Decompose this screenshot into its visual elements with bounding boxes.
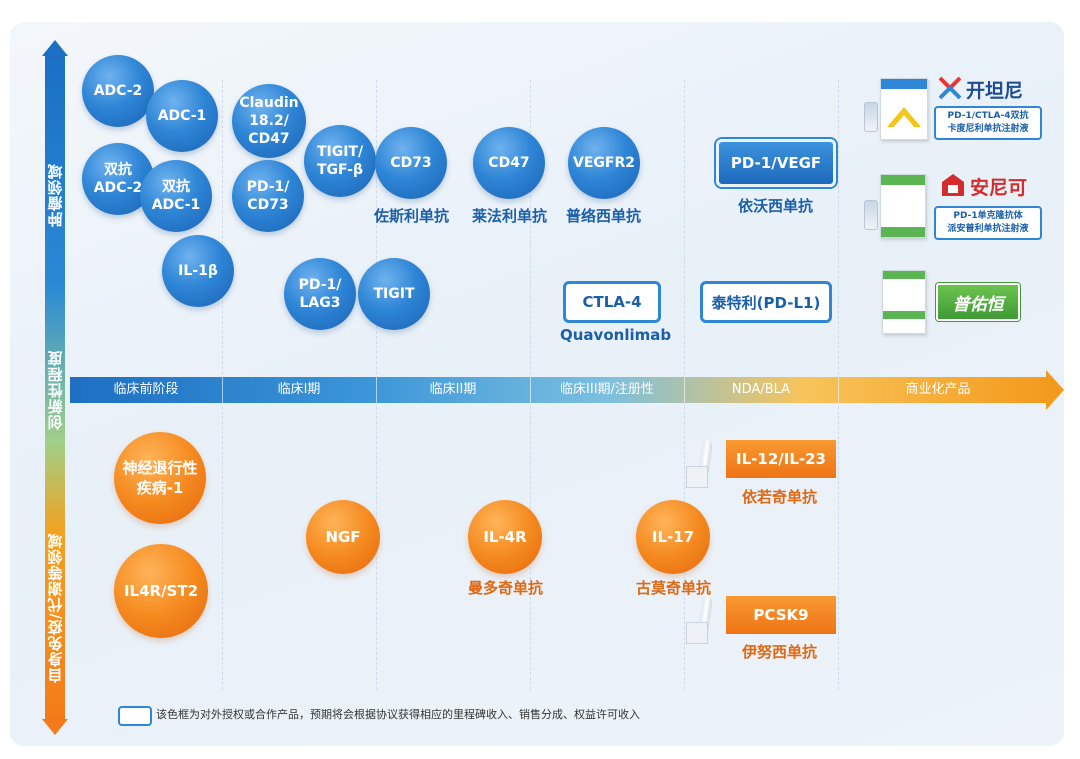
phase-label: 临床I期 <box>277 382 321 397</box>
phase-label: 临床II期 <box>429 382 477 397</box>
product-description: PD-1/CTLA-4双抗 卡度尼利单抗注射液 <box>934 106 1042 140</box>
phase-separator <box>684 377 685 403</box>
brand-name-kaitanni: 开坦尼 <box>966 80 1024 102</box>
pipeline-bubble-cd47: CD47 <box>473 127 545 199</box>
product-box-il1223: IL-12/IL-23 <box>726 440 836 478</box>
product-package-image <box>880 78 928 140</box>
phase-arrowhead <box>1046 370 1064 410</box>
brand-badge-puyouheng: 普佑恒 <box>936 283 1020 321</box>
anniko-logo-icon <box>940 172 966 198</box>
vial-image <box>864 102 878 132</box>
pipeline-bubble-il1b: IL-1β <box>162 235 234 307</box>
drug-name-label: 曼多奇单抗 <box>468 579 544 597</box>
drug-name-label: 佐斯利单抗 <box>374 207 450 225</box>
axis-gradient-bar <box>45 54 65 721</box>
injection-pen-image <box>686 595 726 644</box>
pipeline-bubble-bsadc2: 双抗 ADC-2 <box>82 143 154 215</box>
pipeline-bubble-tigit: TIGIT <box>358 258 430 330</box>
axis-label-immunology: 自身免疫/代谢等领域 <box>46 532 65 683</box>
vial-image <box>864 200 878 230</box>
vertical-axis-arrow <box>42 40 68 735</box>
kaitanni-logo-icon <box>937 75 963 101</box>
brand-name-puyouheng: 普佑恒 <box>952 294 1004 315</box>
licensed-product-box: PD-1/VEGF <box>716 139 836 187</box>
drug-name-label: Quavonlimab <box>560 326 672 344</box>
product-package-image <box>882 270 926 334</box>
legend-text: 该色框为对外授权或合作产品，预期将会根据协议获得相应的里程碑收入、销售分成、权益… <box>156 708 640 721</box>
drug-name-label: 古莫奇单抗 <box>636 579 712 597</box>
pipeline-bubble-il4r: IL-4R <box>468 500 542 574</box>
product-package-image <box>880 174 926 238</box>
phase-separator <box>222 377 223 403</box>
product-description: PD-1单克隆抗体 派安普利单抗注射液 <box>934 206 1042 240</box>
phase-label: 临床III期/注册性 <box>560 382 654 397</box>
pipeline-bubble-tigit-tgfb: TIGIT/ TGF-β <box>304 125 376 197</box>
pipeline-bubble-il17: IL-17 <box>636 500 710 574</box>
pipeline-bubble-adc2: ADC-2 <box>82 55 154 127</box>
licensed-product-box: 泰特利(PD-L1) <box>700 281 832 323</box>
pipeline-bubble-claudin: Claudin 18.2/ CD47 <box>232 84 306 158</box>
phase-separator <box>838 377 839 403</box>
pipeline-bubble-bsadc1: 双抗 ADC-1 <box>140 160 212 232</box>
pipeline-bubble-pd1lag3: PD-1/ LAG3 <box>284 258 356 330</box>
pipeline-bubble-adc1: ADC-1 <box>146 80 218 152</box>
pipeline-bubble-pd1cd73: PD-1/ CD73 <box>232 160 304 232</box>
phase-separator <box>530 377 531 403</box>
injection-pen-image <box>686 439 726 488</box>
pipeline-bubble-cd73: CD73 <box>375 127 447 199</box>
drug-name-label: 莱法利单抗 <box>472 207 548 225</box>
drug-name-label: 依若奇单抗 <box>742 488 818 506</box>
pipeline-bubble-neuro: 神经退行性 疾病-1 <box>114 432 206 524</box>
legend-swatch <box>118 706 152 726</box>
product-box-pcsk9: PCSK9 <box>726 596 836 634</box>
axis-arrowhead-down <box>42 719 68 735</box>
axis-label-oncology: 肿瘤领域 <box>46 163 65 227</box>
phase-separator <box>376 377 377 403</box>
phase-label: NDA/BLA <box>731 382 791 397</box>
phase-bar <box>70 377 1050 403</box>
phase-label: 临床前阶段 <box>113 382 179 397</box>
pipeline-bubble-vegfr2: VEGFR2 <box>568 127 640 199</box>
drug-name-label: 普络西单抗 <box>566 207 642 225</box>
pipeline-bubble-il4r-st2: IL4R/ST2 <box>114 544 208 638</box>
axis-arrowhead-up <box>42 40 68 56</box>
pipeline-bubble-ngf: NGF <box>306 500 380 574</box>
drug-name-label: 依沃西单抗 <box>738 197 814 215</box>
brand-name-anniko: 安尼可 <box>970 177 1028 199</box>
licensed-product-box: CTLA-4 <box>563 281 661 323</box>
drug-name-label: 伊努西单抗 <box>742 643 818 661</box>
axis-label-innovation: 创新性程度 <box>46 350 65 430</box>
phase-label: 商业化产品 <box>905 382 971 397</box>
